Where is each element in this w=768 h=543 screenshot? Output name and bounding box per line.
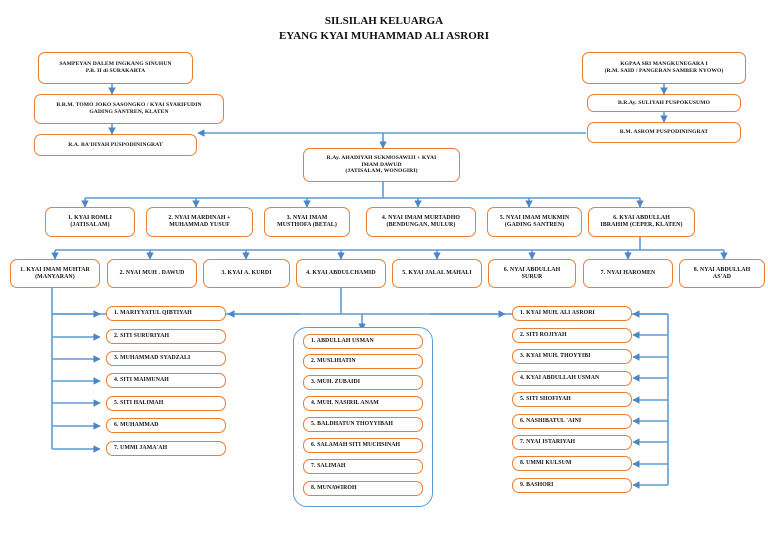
center-list-item-2[interactable]: 2. MUSLIHATIN <box>303 354 423 369</box>
left-list-item-3[interactable]: 3. MUHAMMAD SYADZALI <box>106 351 226 366</box>
ancestor-box-right-2[interactable]: B.R.Ay. SULIYAH PUSPOKUSUMO <box>587 94 741 112</box>
right-list-item-4[interactable]: 4. KYAI ABDULLAH USMAN <box>512 371 632 386</box>
grandchild-box-4[interactable]: 4. KYAI ABDULCHAMID <box>296 259 386 288</box>
right-list-item-1[interactable]: 1. KYAI MUH. ALI ASRORI <box>512 306 632 321</box>
center-list-item-6[interactable]: 6. SALAMAH SITI MUCHSINAH <box>303 438 423 453</box>
right-list-item-5[interactable]: 5. SITI SHOFIYAH <box>512 392 632 407</box>
ancestor-box-right-1[interactable]: KGPAA SRI MANGKUNEGARA I (R.M. SAID / PA… <box>582 52 746 84</box>
left-list-item-6[interactable]: 6. MUHAMMAD <box>106 418 226 433</box>
right-list-item-7[interactable]: 7. NYAI ISTARIYAH <box>512 435 632 450</box>
center-list-item-4[interactable]: 4. MUH. NASIRIL ANAM <box>303 396 423 411</box>
grandchild-box-1[interactable]: 1. KYAI IMAM MUHTAR (MANYARAN) <box>10 259 100 288</box>
grandchild-box-3[interactable]: 3. KYAI A. KURDI <box>203 259 290 288</box>
ancestor-box-left-3[interactable]: R.A. BA'DIYAH PUSPODININGRAT <box>34 134 197 156</box>
center-list-item-3[interactable]: 3. MUH. ZUBAIDI <box>303 375 423 390</box>
child-box-3[interactable]: 3. NYAI IMAM MUSTHOFA (BETAL) <box>264 207 350 237</box>
left-list-item-1[interactable]: 1. MARIYYATUL QIBTIYAH <box>106 306 226 321</box>
right-list-item-9[interactable]: 9. BASHORI <box>512 478 632 493</box>
center-list-item-5[interactable]: 5. BALDHATUN THOYYIBAH <box>303 417 423 432</box>
right-list-item-6[interactable]: 6. NASHIBATUL 'AINI <box>512 414 632 429</box>
child-box-6[interactable]: 6. KYAI ABDULLAH IBRAHIM (CEPER, KLATEN) <box>588 207 695 237</box>
title-line-1: SILSILAH KELUARGA <box>324 15 444 27</box>
right-list-item-8[interactable]: 8. UMMI KULSUM <box>512 456 632 471</box>
ancestor-box-right-3[interactable]: R.M. ASROM PUSPODININGRAT <box>587 122 741 143</box>
ancestor-box-left-1[interactable]: SAMPEYAN DALEM INGKANG SINUHUN P.B. II d… <box>38 52 193 84</box>
ancestor-box-left-2[interactable]: B.R.M. TOMO JOKO SASONGKO / KYAI SYARIFU… <box>34 94 224 124</box>
left-list-item-5[interactable]: 5. SITI HALIMAH <box>106 396 226 411</box>
grandchild-box-2[interactable]: 2. NYAI MUH . DAWUD <box>107 259 197 288</box>
child-box-5[interactable]: 5. NYAI IMAM MUKMIN (GADING SANTREN) <box>487 207 582 237</box>
left-list-item-7[interactable]: 7. UMMI JAMA'AH <box>106 441 226 456</box>
left-list-item-4[interactable]: 4. SITI MAIMUNAH <box>106 373 226 388</box>
grandchild-box-6[interactable]: 6. NYAI ABDULLAH SURUR <box>488 259 576 288</box>
center-list-item-1[interactable]: 1. ABDULLAH USMAN <box>303 334 423 349</box>
title-line-2: EYANG KYAI MUHAMMAD ALI ASRORI <box>278 29 490 42</box>
child-box-1[interactable]: 1. KYAI ROMLI (JATISALAM) <box>45 207 135 237</box>
grandchild-box-5[interactable]: 5. KYAI JALAL MAHALI <box>392 259 482 288</box>
right-list-item-3[interactable]: 3. KYAI MUH. THOYYIBI <box>512 349 632 364</box>
grandchild-box-8[interactable]: 8. NYAI ABDULLAH AS'AD <box>679 259 765 288</box>
center-list-item-7[interactable]: 7. SALIMAH <box>303 459 423 474</box>
grandchild-box-7[interactable]: 7. NYAI HAROMEN <box>583 259 673 288</box>
right-list-item-2[interactable]: 2. SITI ROJIYAH <box>512 328 632 343</box>
center-list-item-8[interactable]: 8. MUNAWIROH <box>303 481 423 496</box>
left-list-item-2[interactable]: 2. SITI SURURIYAH <box>106 329 226 344</box>
child-box-4[interactable]: 4. NYAI IMAM MURTADHO (BENDUNGAN, MULUR) <box>366 207 476 237</box>
union-box-ahadiyah-imam-dawud[interactable]: R.Ay. AHADIYAH SUKMOSAWIJI + KYAI IMAM D… <box>303 148 460 182</box>
child-box-2[interactable]: 2. NYAI MARDINAH + MUHAMMAD YUSUF <box>146 207 253 237</box>
page-title: SILSILAH KELUARGA EYANG KYAI MUHAMMAD AL… <box>0 14 768 44</box>
